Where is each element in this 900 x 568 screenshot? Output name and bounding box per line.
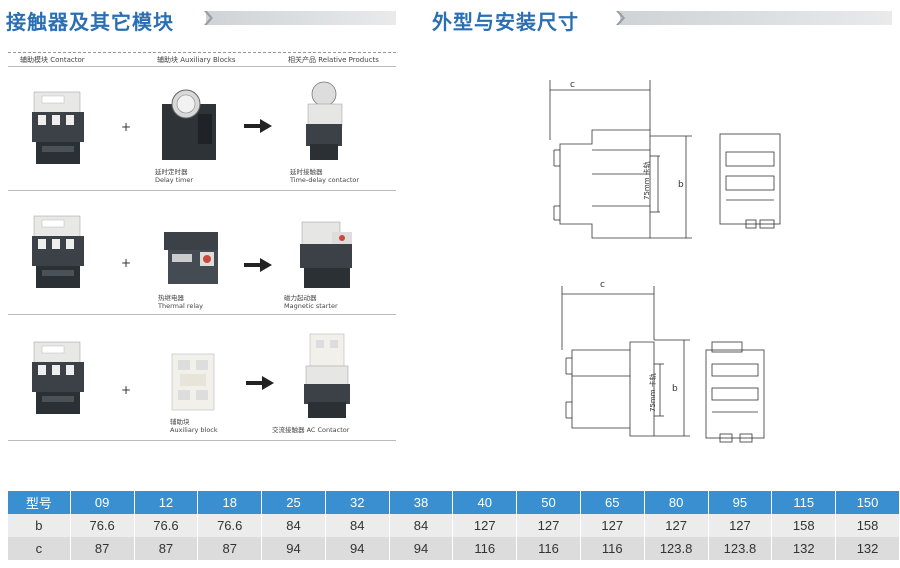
chevron-right-icon: [204, 11, 213, 25]
table-header-cell: 150: [835, 491, 900, 514]
chevron-right-icon: [616, 11, 625, 25]
arrow-right-icon: [244, 119, 272, 133]
table-cell: 127: [452, 514, 518, 537]
table-cell: 158: [835, 514, 900, 537]
table-row: b 76.6 76.6 76.6 84 84 84 127 127 127 12…: [8, 514, 900, 537]
time-delay-caption-cn: 延时接触器: [290, 168, 323, 176]
table-header-cell: 12: [134, 491, 199, 514]
table-cell: c: [8, 537, 71, 560]
magnetic-starter-caption-cn: 磁力起动器: [284, 294, 317, 302]
divider: [8, 66, 396, 67]
table-header-cell: 18: [197, 491, 263, 514]
dimensions-table: 型号 09 12 18 25 32 38 40 50 65 80 95 115 …: [8, 491, 900, 560]
dimension-c-label: c: [600, 280, 605, 290]
table-header-cell: 40: [452, 491, 518, 514]
table-cell: 123.8: [708, 537, 773, 560]
table-cell: 132: [835, 537, 900, 560]
table-cell: 76.6: [134, 514, 199, 537]
magnetic-starter-image: [300, 221, 352, 288]
table-cell: 127: [708, 514, 773, 537]
table-header-cell: 80: [644, 491, 709, 514]
rail-label: 75mm 卡轨: [649, 373, 657, 412]
divider: [8, 190, 396, 191]
thermal-relay-image: [164, 232, 218, 284]
table-cell: 127: [644, 514, 709, 537]
table-row: c 87 87 87 94 94 94 116 116 116 123.8 12…: [8, 537, 900, 560]
time-delay-caption-en: Time-delay contactor: [290, 176, 360, 184]
thermal-relay-caption-cn: 热继电器: [158, 294, 184, 302]
table-header-cell: 50: [516, 491, 581, 514]
table-cell: 87: [134, 537, 199, 560]
table-cell: 94: [325, 537, 390, 560]
table-header-cell: 65: [580, 491, 645, 514]
table-header-cell: 32: [325, 491, 390, 514]
dimension-drawing-small: [549, 80, 781, 239]
table-cell: 84: [389, 514, 454, 537]
arrow-right-icon: [244, 258, 272, 272]
table-header-cell: 09: [70, 491, 135, 514]
plus-sign: +: [121, 256, 132, 270]
dimension-b-label: b: [678, 180, 684, 190]
auxiliary-block-image: [171, 353, 215, 411]
dimension-b-label: b: [672, 384, 678, 394]
rail-label: 75mm 卡轨: [643, 161, 651, 200]
delay-timer-image: [162, 89, 216, 160]
table-header-cell: 95: [708, 491, 773, 514]
header-aux-blocks: 辅助块 Auxiliary Blocks: [157, 56, 236, 64]
contactor-image: [32, 91, 84, 164]
dimension-drawing-large: [561, 286, 765, 443]
table-header-cell: 115: [771, 491, 837, 514]
table-cell: 127: [580, 514, 645, 537]
delay-timer-caption-cn: 延时定时器: [155, 168, 188, 176]
divider: [8, 440, 396, 441]
table-cell: 132: [771, 537, 837, 560]
table-cell: 158: [771, 514, 837, 537]
table-header-row: 型号 09 12 18 25 32 38 40 50 65 80 95 115 …: [8, 491, 900, 514]
header-related: 相关产品 Relative Products: [288, 56, 379, 64]
table-header-cell: 25: [261, 491, 326, 514]
arrow-right-icon: [246, 376, 274, 390]
left-section-title: 接触器及其它模块: [6, 10, 174, 34]
magnetic-starter-caption-en: Magnetic starter: [284, 302, 338, 310]
table-cell: 84: [325, 514, 390, 537]
delay-timer-caption-en: Delay timer: [155, 176, 194, 184]
table-header-cell: 38: [389, 491, 454, 514]
table-header-cell: 型号: [8, 491, 71, 514]
contactor-image: [32, 341, 84, 414]
divider: [8, 314, 396, 315]
table-cell: 116: [452, 537, 518, 560]
plus-sign: +: [121, 120, 132, 134]
time-delay-contactor-image: [306, 81, 343, 160]
table-cell: 116: [516, 537, 581, 560]
table-cell: 116: [580, 537, 645, 560]
table-cell: 76.6: [70, 514, 135, 537]
plus-sign: +: [121, 383, 132, 397]
right-title-bar: [620, 11, 892, 25]
header-contactor: 辅助模块 Contactor: [20, 56, 85, 64]
table-cell: 76.6: [197, 514, 263, 537]
auxiliary-block-caption-cn: 辅助块: [170, 418, 190, 426]
left-title-bar: [206, 11, 396, 25]
table-cell: 87: [70, 537, 135, 560]
dimension-c-label: c: [570, 80, 575, 90]
table-cell: 123.8: [644, 537, 709, 560]
table-cell: b: [8, 514, 71, 537]
table-cell: 127: [516, 514, 581, 537]
table-cell: 94: [389, 537, 454, 560]
table-cell: 94: [261, 537, 326, 560]
ac-contactor-image: [304, 333, 350, 418]
divider: [8, 52, 396, 53]
contactor-image: [32, 215, 84, 288]
ac-contactor-caption: 交流接触器 AC Contactor: [272, 426, 350, 434]
table-cell: 84: [261, 514, 326, 537]
thermal-relay-caption-en: Thermal relay: [158, 302, 203, 310]
auxiliary-block-caption-en: Auxiliary block: [170, 426, 218, 434]
right-section-title: 外型与安装尺寸: [432, 10, 579, 34]
table-cell: 87: [197, 537, 263, 560]
